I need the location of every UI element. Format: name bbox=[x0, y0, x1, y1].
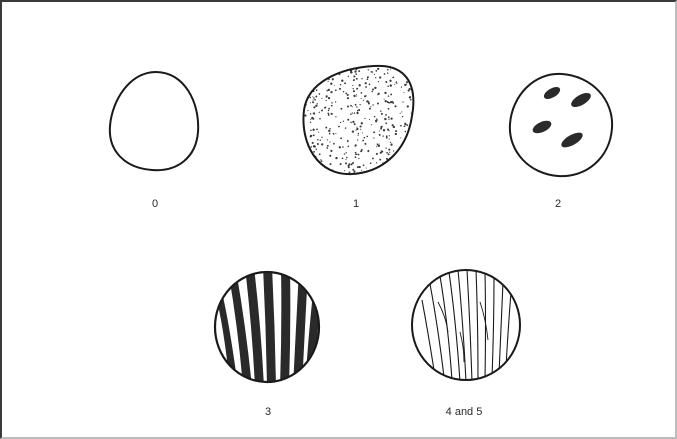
bold-stripes bbox=[215, 267, 322, 387]
stage-label-2: 2 bbox=[555, 198, 561, 210]
cell-stage-2 bbox=[510, 74, 612, 176]
stage-label-1: 1 bbox=[353, 198, 359, 210]
chromatin-spot bbox=[569, 90, 593, 110]
cell-stage-1 bbox=[299, 61, 416, 177]
cell-stage-3 bbox=[215, 267, 322, 387]
cell-stage-4-5 bbox=[412, 270, 520, 382]
chromatin-spot bbox=[559, 130, 585, 151]
cell-stage-0 bbox=[110, 72, 198, 170]
stage-label-0: 0 bbox=[152, 198, 158, 210]
fine-lines bbox=[422, 270, 511, 382]
stage-label-3: 3 bbox=[265, 406, 271, 418]
stage-label-4-and-5: 4 and 5 bbox=[446, 406, 483, 418]
chromatin-spot bbox=[542, 85, 562, 102]
chromatin-spot bbox=[531, 118, 553, 136]
